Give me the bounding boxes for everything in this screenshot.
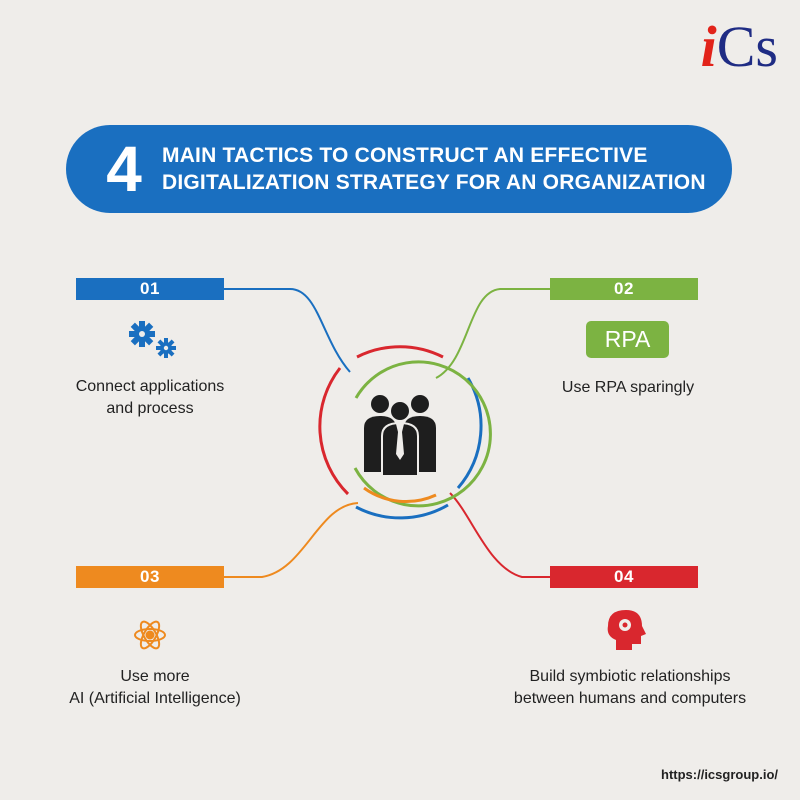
title-banner: 4 MAIN TACTICS TO CONSTRUCT AN EFFECTIVE…: [66, 125, 732, 213]
outer-arc-blue-bottom: [355, 503, 449, 520]
item-text-03: Use more AI (Artificial Intelligence): [30, 666, 280, 710]
item-01-line1: Connect applications: [75, 378, 225, 395]
label-bar-04: 04: [550, 566, 698, 588]
outer-arc-red-left: [318, 367, 350, 496]
connector-line-03: [224, 502, 359, 578]
label-bar-03: 03: [76, 566, 224, 588]
item-text-01: Connect applications and process: [40, 376, 260, 420]
ics-logo: i Cs: [701, 18, 778, 76]
outer-arc-red-top: [356, 345, 444, 359]
outer-arc-blue-right: [456, 377, 483, 489]
connector-line-01: [224, 288, 351, 373]
item-02-line1: Use RPA sparingly: [561, 379, 695, 396]
logo-cs: Cs: [716, 14, 778, 79]
inner-arc-orange: [363, 486, 437, 503]
head-gear-icon: [607, 610, 646, 650]
logo-i: i: [700, 14, 717, 79]
connector-line-02: [435, 288, 550, 379]
label-bar-01: 01: [76, 278, 224, 300]
gears-icon: [129, 321, 176, 358]
label-bar-02: 02: [550, 278, 698, 300]
item-text-04: Build symbiotic relationships between hu…: [470, 666, 790, 710]
item-04-line1: Build symbiotic relationships: [529, 668, 731, 685]
rpa-badge: RPA: [586, 321, 669, 358]
item-03-line1: Use more: [120, 668, 190, 685]
item-text-02: Use RPA sparingly: [508, 377, 748, 399]
item-01-line2: and process: [106, 400, 194, 417]
atom-icon: [134, 620, 166, 650]
team-icon: [364, 395, 436, 477]
inner-arc-green: [353, 360, 492, 508]
connector-line-04: [449, 492, 550, 578]
item-04-line2: between humans and computers: [513, 690, 747, 707]
banner-title-line1: MAIN TACTICS TO CONSTRUCT AN EFFECTIVE: [162, 144, 648, 167]
footer-url[interactable]: https://icsgroup.io/: [661, 767, 778, 782]
item-03-line2: AI (Artificial Intelligence): [69, 690, 241, 707]
banner-title: MAIN TACTICS TO CONSTRUCT AN EFFECTIVE D…: [162, 142, 706, 196]
banner-number: 4: [106, 133, 142, 205]
banner-title-line2: DIGITALIZATION STRATEGY FOR AN ORGANIZAT…: [162, 171, 706, 194]
